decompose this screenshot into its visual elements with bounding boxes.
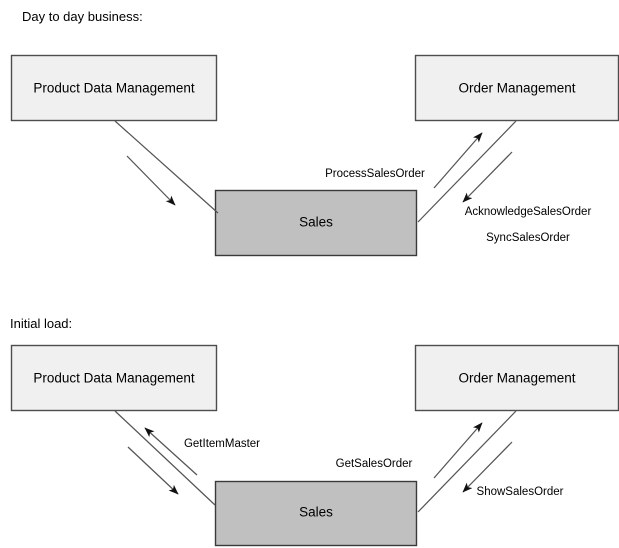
flow-pdm-to-sales-line-bottom bbox=[114, 410, 216, 506]
node-order-management-top[interactable]: Order Management bbox=[414, 54, 619, 122]
node-box[interactable] bbox=[414, 54, 619, 122]
node-label-sales: Sales bbox=[299, 505, 333, 520]
node-sales-top[interactable]: Sales bbox=[214, 189, 418, 257]
node-sales-bottom[interactable]: Sales bbox=[214, 480, 418, 547]
edge-label-process-sales-order: ProcessSalesOrder bbox=[325, 168, 425, 180]
node-label-sales: Sales bbox=[299, 215, 333, 230]
flow-order-management-to-sales-arrow-bottom bbox=[462, 441, 513, 493]
flow-sales-to-order-management-arrow-top bbox=[433, 132, 483, 189]
edge-label-sync-sales-order: SyncSalesOrder bbox=[486, 232, 570, 244]
flow-sales-to-order-management-arrow-bottom bbox=[433, 422, 483, 479]
node-label-product-data-management: Product Data Management bbox=[33, 371, 195, 386]
node-box[interactable] bbox=[10, 344, 218, 412]
section-heading-initial-load: Initial load: bbox=[10, 316, 72, 331]
edge-label-acknowledge-sales-order: AcknowledgeSalesOrder bbox=[465, 206, 592, 218]
node-product-data-management-bottom[interactable]: Product Data Management bbox=[10, 344, 218, 412]
flow-pdm-to-sales-arrow-bottom bbox=[127, 446, 179, 495]
node-label-order-management: Order Management bbox=[458, 371, 575, 386]
section-initial-load: Initial load: Product Data Management Or… bbox=[10, 316, 619, 547]
flow-order-management-to-sales-line-top bbox=[417, 120, 517, 223]
flow-order-management-to-sales-arrow-top bbox=[462, 151, 513, 203]
node-box[interactable] bbox=[214, 480, 418, 547]
section-day-to-day: Day to day business: Product Data Manage… bbox=[10, 9, 619, 257]
edge-label-get-item-master: GetItemMaster bbox=[184, 438, 260, 450]
node-product-data-management-top[interactable]: Product Data Management bbox=[10, 54, 218, 122]
node-box[interactable] bbox=[214, 189, 418, 257]
flow-pdm-to-sales-arrow-top bbox=[126, 155, 176, 206]
flow-pdm-to-sales-line-top bbox=[114, 120, 219, 214]
node-label-order-management: Order Management bbox=[458, 81, 575, 96]
edge-label-get-sales-order: GetSalesOrder bbox=[336, 458, 413, 470]
flow-order-management-to-sales-line-bottom bbox=[417, 410, 517, 513]
flow-sales-to-pdm-arrow-bottom bbox=[144, 427, 198, 476]
edge-label-show-sales-order: ShowSalesOrder bbox=[477, 486, 564, 498]
section-heading-day-to-day: Day to day business: bbox=[22, 9, 143, 24]
node-order-management-bottom[interactable]: Order Management bbox=[414, 344, 619, 412]
node-label-product-data-management: Product Data Management bbox=[33, 81, 195, 96]
node-box[interactable] bbox=[10, 54, 218, 122]
